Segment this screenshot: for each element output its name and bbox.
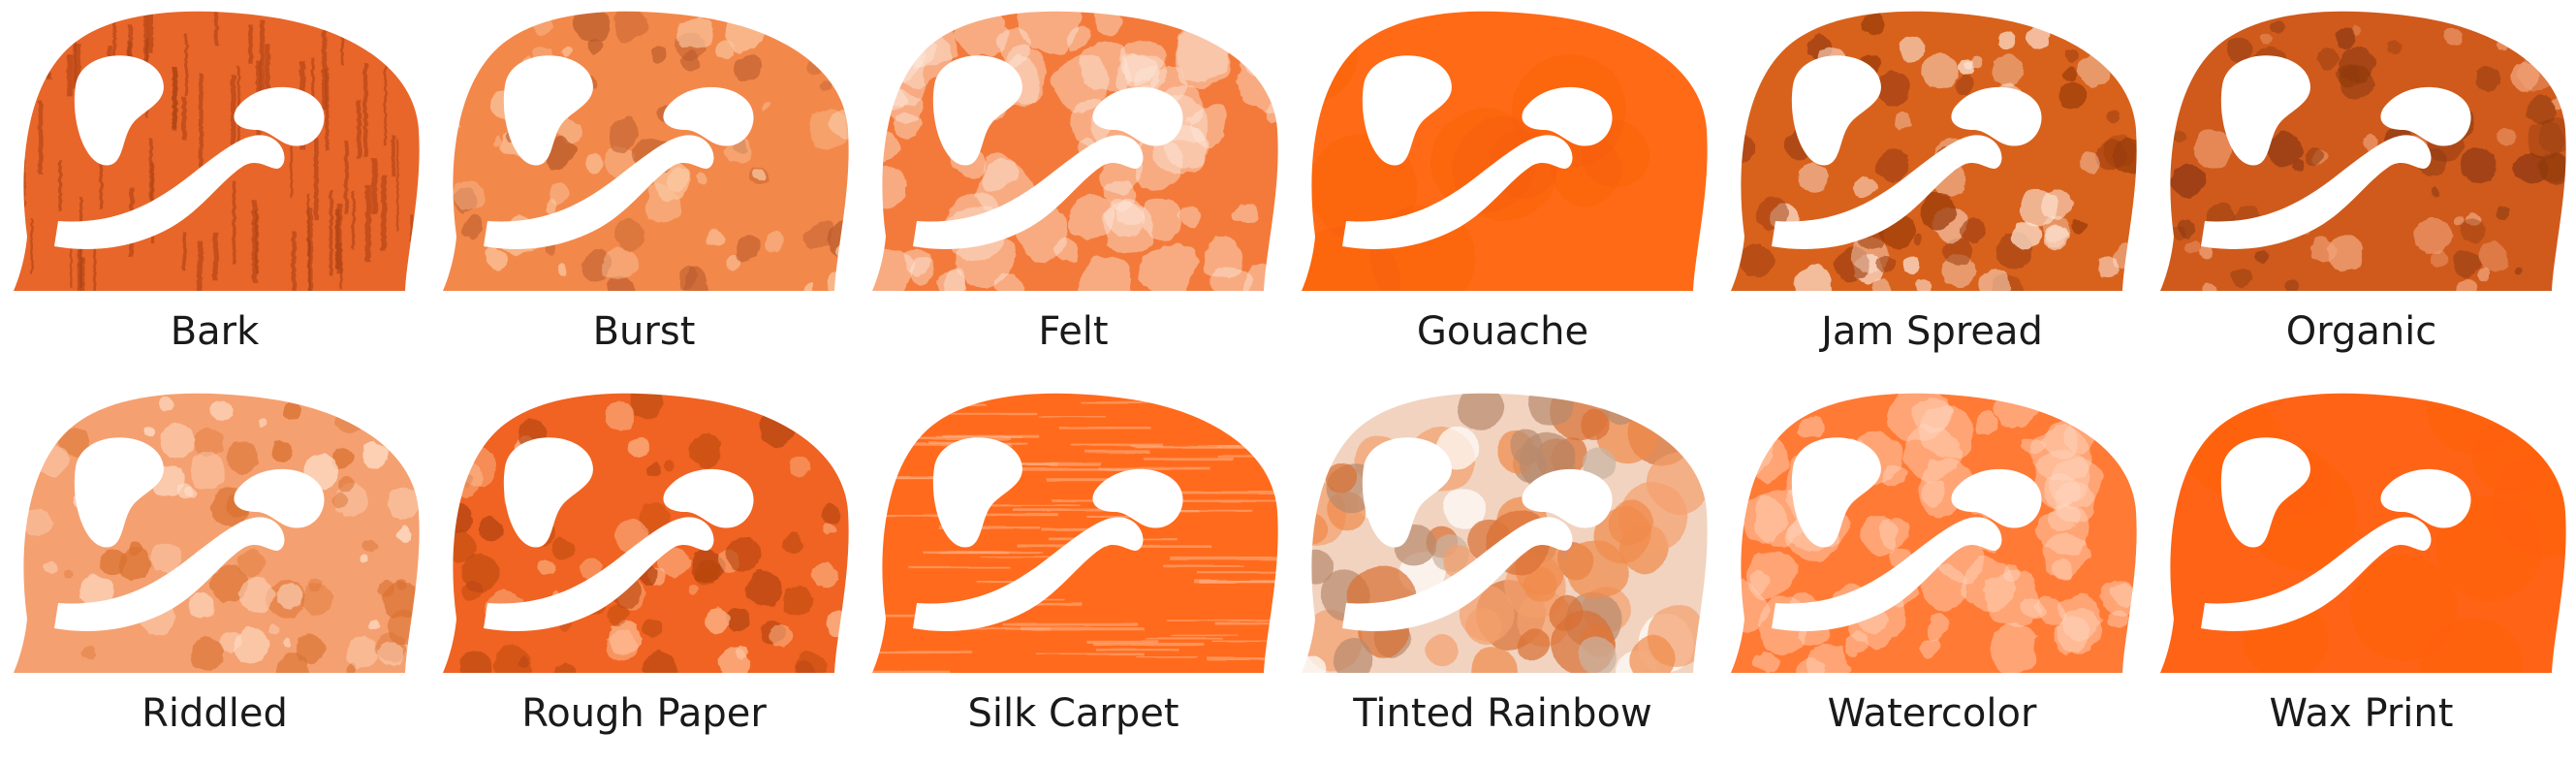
swatch-burst [429, 0, 860, 303]
swatch-jam-spread [1717, 0, 2149, 306]
style-tile-organic[interactable]: Organic [2147, 0, 2576, 382]
swatch-watercolor [1711, 382, 2147, 686]
style-tile-riddled[interactable]: Riddled [0, 382, 429, 764]
style-tile-gouache[interactable]: Gouache [1258, 0, 1717, 382]
swatch-bark [0, 0, 429, 346]
style-tile-wax-print[interactable]: Wax Print [2147, 361, 2576, 764]
style-tile-tinted-rainbow[interactable]: Tinted Rainbow [1277, 379, 1717, 764]
swatch-riddled [0, 382, 429, 686]
style-tile-burst[interactable]: Burst [429, 0, 860, 382]
swatch-wax-print [2147, 361, 2576, 720]
style-tile-rough-paper[interactable]: Rough Paper [429, 382, 859, 764]
style-label: Gouache [1416, 309, 1589, 354]
style-label: Jam Spread [1821, 309, 2043, 354]
style-tile-felt[interactable]: Felt [859, 0, 1297, 382]
style-tile-silk-carpet[interactable]: Silk Carpet [840, 382, 1327, 764]
style-label: Bark [170, 309, 260, 354]
swatch-tinted-rainbow [1277, 379, 1717, 694]
swatch-rough-paper [429, 382, 859, 690]
style-label: Watercolor [1827, 691, 2037, 736]
style-label: Felt [1038, 309, 1109, 354]
style-tile-bark[interactable]: Bark [0, 0, 429, 382]
style-label: Burst [592, 309, 696, 354]
style-label: Tinted Rainbow [1353, 691, 1652, 736]
style-tile-watercolor[interactable]: Watercolor [1711, 382, 2147, 764]
style-tile-jam-spread[interactable]: Jam Spread [1717, 0, 2149, 382]
style-label: Wax Print [2269, 691, 2454, 736]
style-label: Riddled [141, 691, 288, 736]
style-label: Organic [2285, 309, 2437, 354]
swatch-gouache [1258, 0, 1717, 339]
swatch-felt [859, 0, 1297, 313]
swatch-silk-carpet [840, 382, 1327, 683]
style-label: Silk Carpet [967, 691, 1179, 736]
swatch-organic [2147, 0, 2576, 301]
style-label: Rough Paper [521, 691, 767, 736]
